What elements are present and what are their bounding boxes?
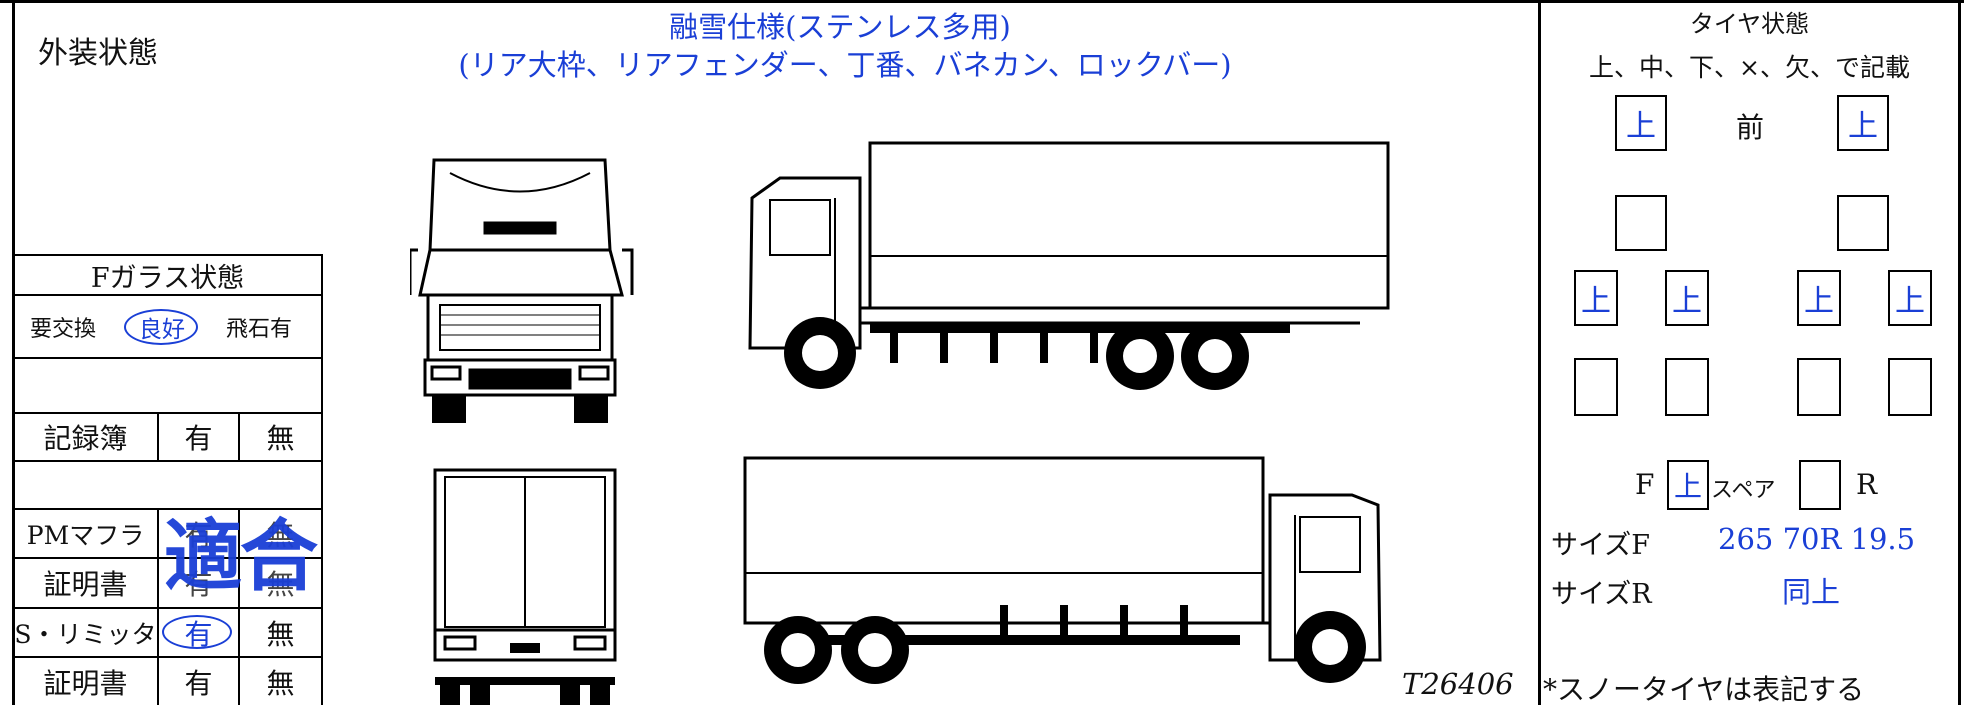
spare-label: スペア [1711, 478, 1776, 503]
certificate2-no[interactable]: 無 [266, 666, 295, 700]
tire-front-right[interactable]: 上 [1837, 95, 1889, 151]
glass-title: Fガラス状態 [90, 262, 245, 294]
spare-r-box[interactable] [1799, 460, 1841, 510]
size-r-value: 同上 [1782, 575, 1841, 609]
certificate2-label: 証明書 [43, 666, 128, 700]
pm-muffler-label: PMマフラ [26, 520, 145, 550]
truck-front-view-drawing [410, 158, 634, 423]
size-r-label: サイズR [1551, 579, 1652, 610]
size-f-label: サイズF [1551, 530, 1650, 561]
tire-rear-2[interactable]: 上 [1665, 270, 1709, 326]
tire-front-left-2[interactable] [1615, 195, 1667, 251]
tire-rear-1[interactable]: 上 [1574, 270, 1618, 326]
pm-muffler-yes[interactable]: 有 [184, 518, 213, 552]
tire-rear-6[interactable] [1665, 358, 1709, 416]
speed-limiter-selected-circle [162, 615, 232, 649]
spec-line-2: (リア大枠、リアフェンダー、丁番、バネカン、ロックバー) [458, 48, 1232, 82]
tire-front-label: 前 [1736, 111, 1765, 144]
frame-right [1958, 0, 1961, 705]
tire-rear-8[interactable] [1888, 358, 1932, 416]
tire-title: タイヤ状態 [1689, 10, 1810, 38]
truck-side-view-drawing [748, 141, 1390, 390]
tire-rear-5[interactable] [1574, 358, 1618, 416]
frame-left [12, 0, 15, 705]
certificate1-label: 証明書 [43, 568, 128, 601]
conformity-stamp: 適合 [164, 512, 318, 602]
certificate1-no[interactable]: 無 [266, 568, 295, 601]
glass-selected-circle [124, 309, 198, 345]
speed-limiter-no[interactable]: 無 [266, 617, 295, 651]
snow-tire-note: *スノータイヤは表記する [1543, 673, 1865, 706]
certificate1-yes[interactable]: 有 [184, 568, 213, 601]
exterior-label: 外装状態 [38, 36, 158, 71]
glass-option-replace[interactable]: 要交換 [29, 317, 96, 342]
truck-side-view-left-drawing [743, 456, 1382, 684]
frame-top [0, 0, 1964, 3]
spare-f-box[interactable]: 上 [1667, 460, 1709, 510]
certificate2-yes[interactable]: 有 [184, 666, 213, 700]
glass-option-chip[interactable]: 飛石有 [225, 317, 292, 342]
size-f-value: 265 70R 19.5 [1718, 522, 1916, 556]
tire-front-left[interactable]: 上 [1615, 95, 1667, 151]
tire-front-right-2[interactable] [1837, 195, 1889, 251]
pm-muffler-no[interactable]: 無 [266, 518, 295, 552]
spare-r-label: R [1856, 468, 1878, 501]
spare-f-label: F [1635, 468, 1655, 501]
tire-legend: 上、中、下、×、欠、で記載 [1589, 53, 1910, 82]
tire-rear-4[interactable]: 上 [1888, 270, 1932, 326]
stock-number: T26406 [1402, 667, 1514, 701]
divider-tires [1538, 0, 1541, 705]
record-book-label: 記録簿 [43, 422, 128, 455]
speed-limiter-label: S・リミッタ [14, 619, 157, 649]
tire-rear-7[interactable] [1797, 358, 1841, 416]
record-book-no[interactable]: 無 [266, 422, 295, 455]
spec-line-1: 融雪仕様(ステンレス多用) [669, 10, 1011, 44]
record-book-yes[interactable]: 有 [184, 422, 213, 455]
truck-rear-view-drawing [433, 468, 617, 705]
tire-rear-3[interactable]: 上 [1797, 270, 1841, 326]
